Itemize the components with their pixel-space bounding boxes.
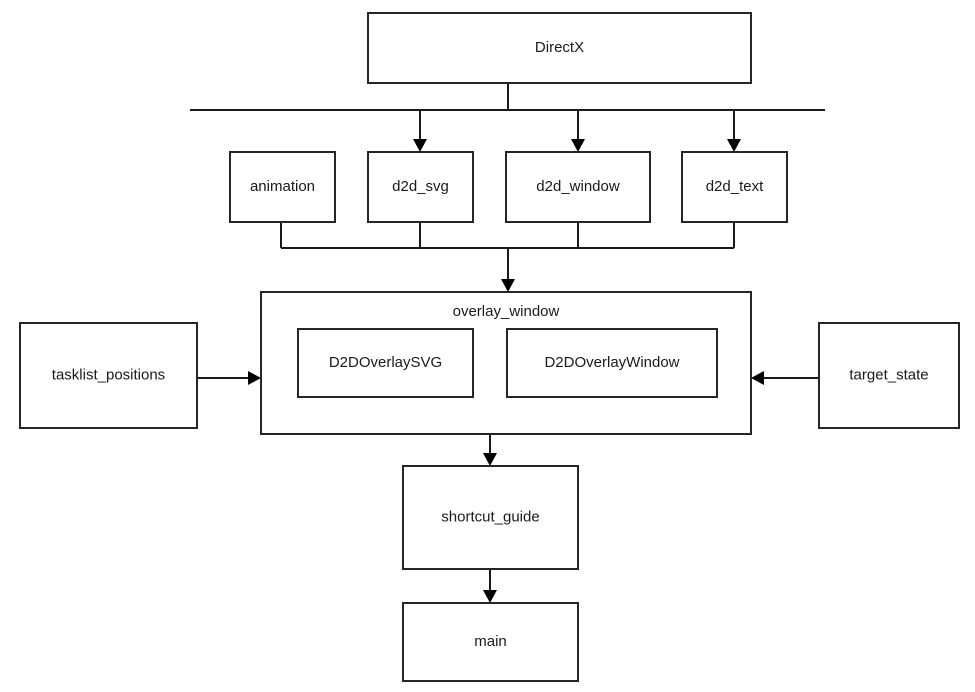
node-label: shortcut_guide bbox=[441, 508, 539, 525]
edge-directx-to-d2d_text bbox=[727, 110, 741, 152]
edge-shortcut_guide-to-main bbox=[483, 569, 497, 603]
edge-line bbox=[190, 83, 825, 145]
edge-directx-to-d2d_window bbox=[571, 110, 585, 152]
node-label: d2d_window bbox=[536, 178, 620, 195]
node-rect[interactable] bbox=[402, 602, 579, 682]
node-d2doverlaysvg[interactable]: D2DOverlaySVG bbox=[297, 328, 474, 398]
arrowhead-icon bbox=[727, 139, 741, 152]
node-rect[interactable] bbox=[818, 322, 960, 429]
node-label: tasklist_positions bbox=[52, 366, 165, 383]
node-rect[interactable] bbox=[367, 151, 474, 223]
arrowhead-icon bbox=[751, 371, 764, 385]
node-d2d_text[interactable]: d2d_text bbox=[681, 151, 788, 223]
arrowhead-icon bbox=[483, 590, 497, 603]
node-rect[interactable] bbox=[681, 151, 788, 223]
edge-directx-to-d2d_svg bbox=[190, 83, 825, 152]
node-shortcut_guide[interactable]: shortcut_guide bbox=[402, 465, 579, 570]
node-d2d_window[interactable]: d2d_window bbox=[505, 151, 651, 223]
node-label: animation bbox=[250, 178, 315, 195]
arrowhead-icon bbox=[501, 279, 515, 292]
node-rect[interactable] bbox=[505, 151, 651, 223]
node-rect[interactable] bbox=[19, 322, 198, 429]
node-label: target_state bbox=[849, 366, 928, 383]
node-label: d2d_svg bbox=[392, 178, 449, 195]
node-directx[interactable]: DirectX bbox=[367, 12, 752, 84]
node-rect[interactable] bbox=[402, 465, 579, 570]
arrowhead-icon bbox=[483, 453, 497, 466]
node-label: overlay_window bbox=[453, 303, 560, 320]
arrowhead-icon bbox=[248, 371, 261, 385]
edge-tasklist_positions-to-overlay_window bbox=[197, 371, 261, 385]
node-label: D2DOverlaySVG bbox=[329, 354, 442, 371]
node-label: d2d_text bbox=[706, 178, 764, 195]
node-rect[interactable] bbox=[367, 12, 752, 84]
node-label: main bbox=[474, 633, 507, 650]
arrowhead-icon bbox=[413, 139, 427, 152]
edge-line bbox=[280, 222, 735, 285]
node-d2d_svg[interactable]: d2d_svg bbox=[367, 151, 474, 223]
node-label: DirectX bbox=[535, 39, 584, 56]
node-animation[interactable]: animation bbox=[229, 151, 336, 223]
node-rect[interactable] bbox=[506, 328, 718, 398]
node-rect[interactable] bbox=[229, 151, 336, 223]
arrowhead-icon bbox=[571, 139, 585, 152]
edges-layer bbox=[190, 83, 825, 603]
edge-row2-to-overlay_window bbox=[280, 222, 735, 292]
node-rect[interactable] bbox=[297, 328, 474, 398]
edge-target_state-to-overlay_window bbox=[751, 371, 819, 385]
node-d2doverlaywindow[interactable]: D2DOverlayWindow bbox=[506, 328, 718, 398]
node-main[interactable]: main bbox=[402, 602, 579, 682]
node-label: D2DOverlayWindow bbox=[544, 354, 679, 371]
node-tasklist_positions[interactable]: tasklist_positions bbox=[19, 322, 198, 429]
edge-overlay_window-to-shortcut_guide bbox=[483, 434, 497, 466]
nodes-layer: DirectX animation d2d_svg d2d_window d2d_tex… bbox=[19, 12, 960, 682]
node-target_state[interactable]: target_state bbox=[818, 322, 960, 429]
